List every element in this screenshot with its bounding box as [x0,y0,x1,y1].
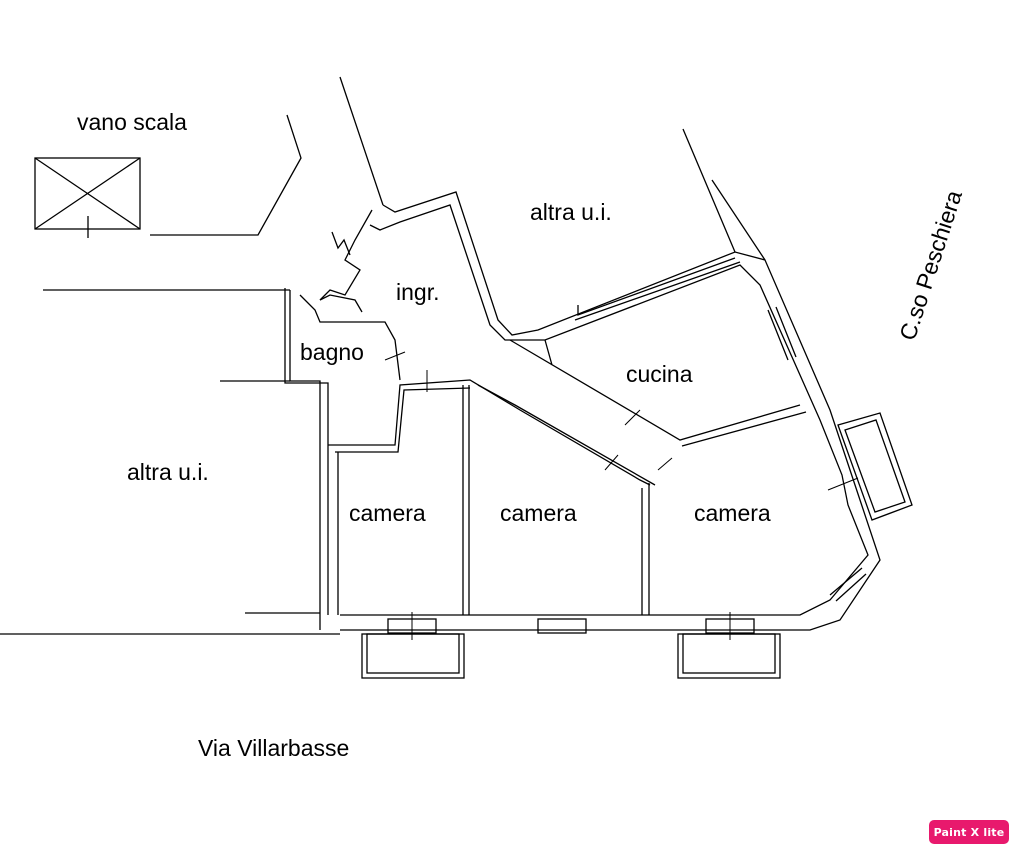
boundary-lines [0,76,766,635]
label-altra-ui-top: altra u.i. [530,199,612,225]
stairwell-symbol [34,157,141,238]
landing-outline [150,114,302,236]
label-camera-1: camera [349,500,426,526]
label-camera-2: camera [500,500,577,526]
label-bagno: bagno [300,339,364,365]
label-altra-ui-left: altra u.i. [127,459,209,485]
balconies [361,412,913,679]
label-ingresso: ingr. [396,279,440,305]
label-camera-3: camera [694,500,771,526]
paint-x-lite-badge: Paint X lite [929,820,1009,844]
label-cucina: cucina [626,361,693,387]
outer-walls [284,191,881,631]
label-vano-scala: vano scala [77,109,187,135]
windows [387,306,867,634]
opening-ticks [384,351,859,640]
street-bottom: Via Villarbasse [198,735,350,761]
